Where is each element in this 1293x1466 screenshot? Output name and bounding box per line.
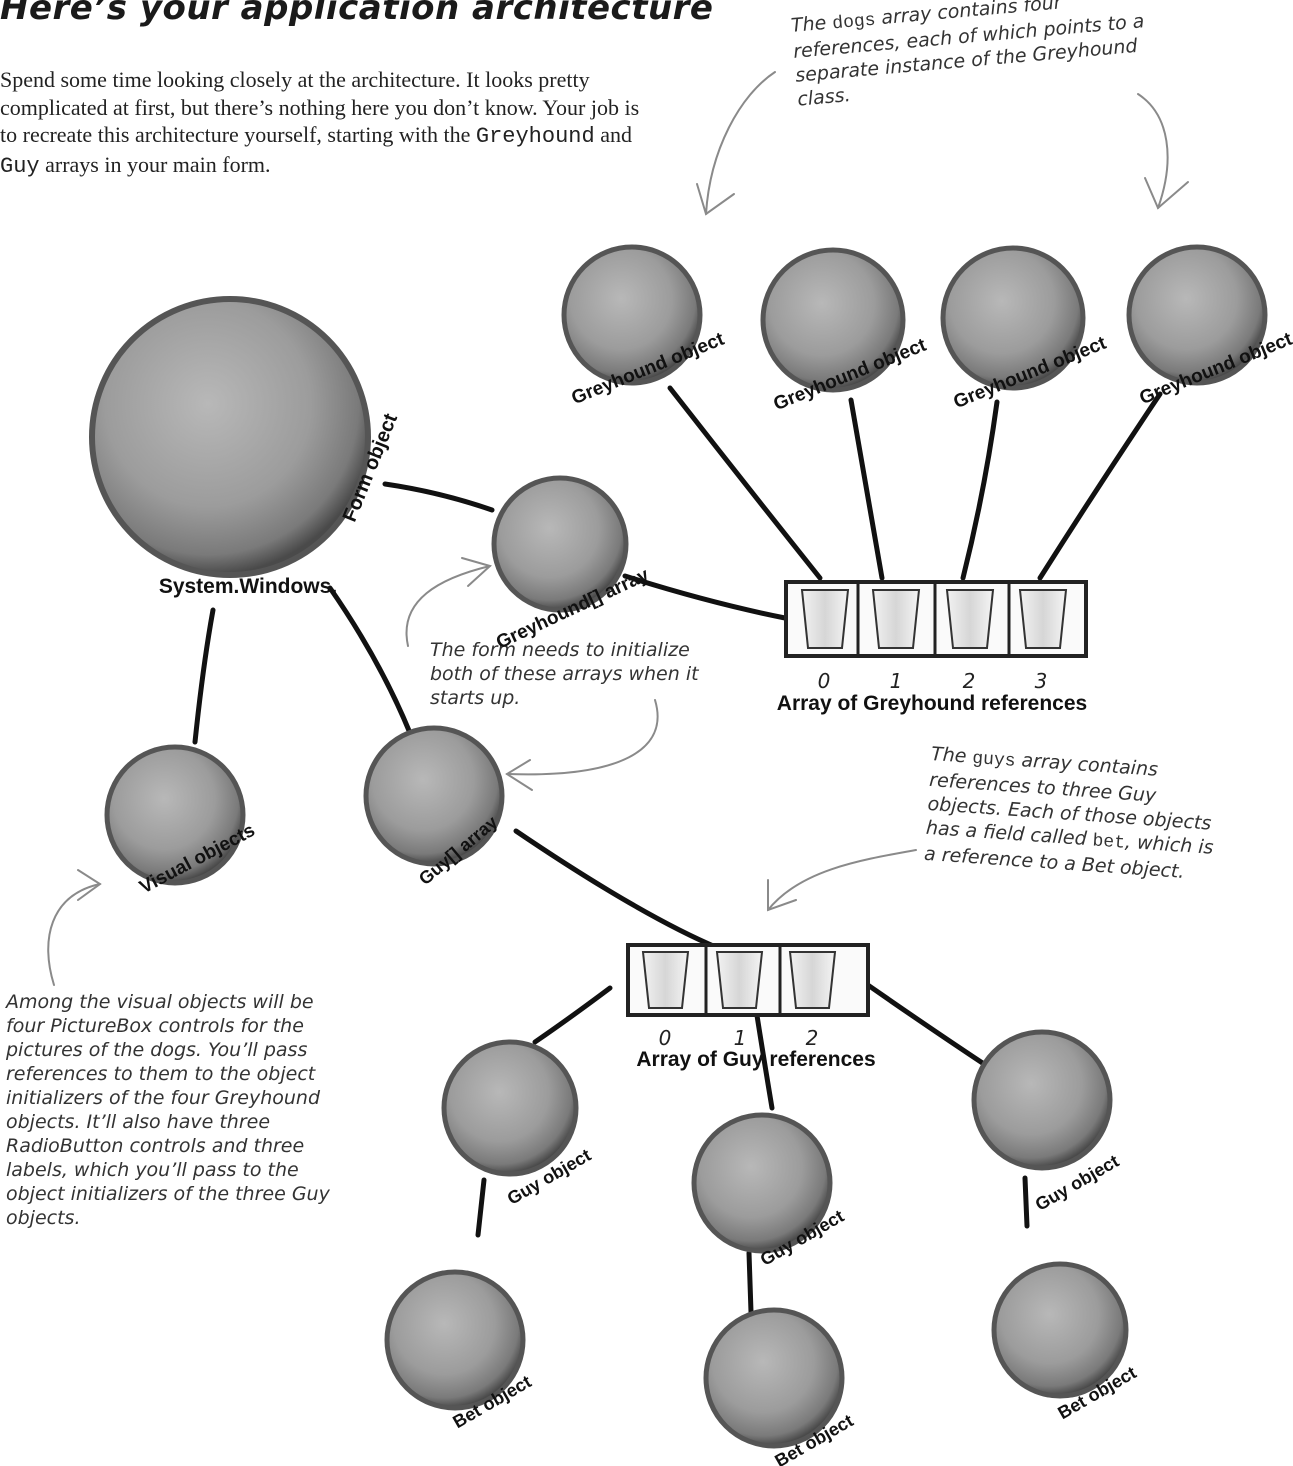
arrow-guys-note (767, 849, 917, 911)
greyhound-ref-cup-3 (1018, 589, 1068, 649)
form-object: Form object System.Windows. (89, 296, 402, 598)
line-greyhound-1 (848, 397, 885, 581)
line-form-greyhound-array (382, 481, 495, 513)
line-array-guy-2 (852, 973, 993, 1071)
greyhound-index-3: 3 (1035, 669, 1048, 693)
line-array-guy-0 (532, 985, 613, 1045)
greyhound-object-1: Greyhound object (760, 247, 930, 415)
greyhound-array-box: 0 1 2 3 Array of Greyhound references (777, 580, 1088, 715)
arrow-dogs-left (705, 71, 776, 215)
greyhound-object-2: Greyhound object (940, 245, 1110, 413)
arrow-form-init-down (506, 699, 659, 776)
greyhound-array-object: Greyhound[] array (491, 475, 653, 654)
bet-object-2: Bet object (991, 1261, 1140, 1423)
intro-text-2: and (594, 122, 632, 147)
line-guy-0-bet (475, 1177, 487, 1238)
guy-object-2: Guy object (971, 1029, 1122, 1215)
guy-array-object: Guy[] array (363, 725, 505, 889)
line-guy-array-to-array (513, 828, 721, 951)
greyhound-ref-cup-1 (871, 589, 921, 649)
intro-code-guy: Guy (0, 153, 40, 179)
svg-text:System.Windows.: System.Windows. (159, 575, 337, 598)
line-greyhound-2 (960, 399, 1000, 581)
guy-array-box: 0 1 2 Array of Guy references (626, 943, 876, 1071)
greyhound-object-0: Greyhound object (561, 244, 728, 409)
line-form-visual (192, 607, 216, 745)
annotation-arrows (47, 71, 1189, 986)
guy-object-1: Guy object (691, 1112, 847, 1270)
line-greyhound-3 (1037, 391, 1163, 581)
greyhound-index-1: 1 (890, 669, 903, 693)
page-title: Here’s your application architecture (0, 0, 714, 28)
guy-ref-cup-2 (788, 951, 837, 1009)
guy-index-0: 0 (659, 1026, 672, 1050)
guy-ref-cup-0 (641, 951, 690, 1009)
guy-ref-cup-1 (715, 951, 764, 1009)
greyhound-array-label: Array of Greyhound references (777, 692, 1087, 715)
guy-array-label: Array of Guy references (636, 1048, 875, 1071)
line-guy-1-bet (746, 1250, 754, 1315)
note-form-init: The form needs to initialize both of the… (430, 639, 699, 709)
guy-index-2: 2 (806, 1026, 819, 1050)
guy-object-0: Guy object (441, 1039, 594, 1209)
arrow-visual-note (47, 883, 101, 986)
bet-object-0: Bet object (384, 1269, 535, 1432)
intro-paragraph: Spend some time looking closely at the a… (0, 66, 640, 180)
intro-text-1: Spend some time looking closely at the a… (0, 67, 640, 147)
arrow-form-init-up (405, 565, 491, 647)
connections (192, 385, 1163, 1315)
arrow-dogs-right (1137, 93, 1169, 209)
greyhound-ref-cup-0 (800, 589, 850, 649)
visual-objects: Visual objects (104, 744, 259, 898)
greyhound-object-3: Greyhound object (1126, 244, 1293, 409)
line-greyhound-0 (667, 385, 823, 581)
greyhound-index-0: 0 (818, 669, 831, 693)
guy-index-1: 1 (734, 1026, 747, 1050)
greyhound-ref-cup-2 (945, 589, 995, 649)
note-visual-objects: Among the visual objects will be four Pi… (6, 991, 330, 1229)
line-guy-2-bet (1022, 1175, 1030, 1229)
intro-text-3: arrays in your main form. (39, 151, 271, 177)
line-greyhound-array-to-array (622, 573, 788, 621)
bet-object-1: Bet object (703, 1307, 857, 1466)
greyhound-index-2: 2 (963, 669, 976, 693)
intro-code-greyhound: Greyhound (475, 124, 595, 149)
line-form-guy-array (327, 585, 413, 736)
